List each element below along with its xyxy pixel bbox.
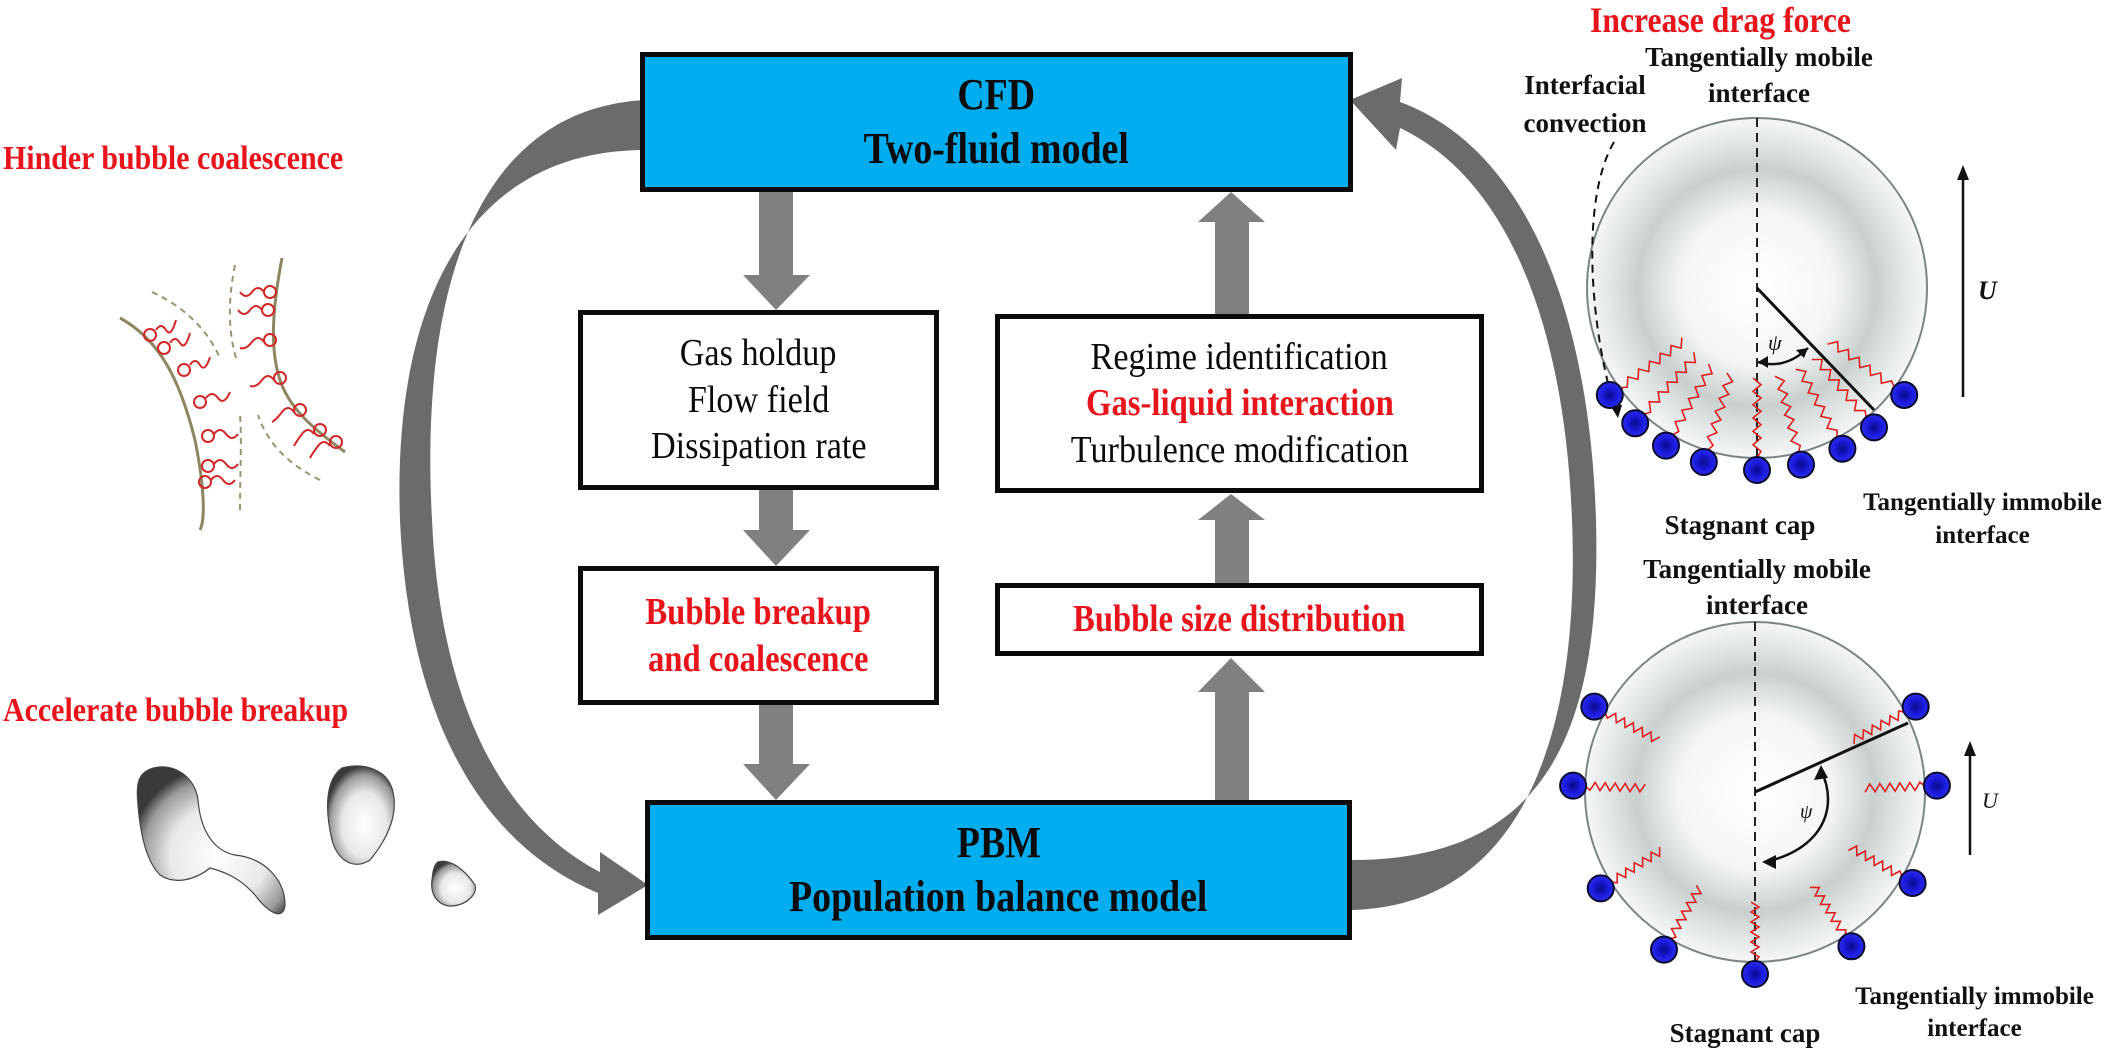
top-convection-label-2: convection — [1523, 108, 1647, 138]
surfactant-head — [1586, 874, 1615, 903]
surfactant-head — [1621, 409, 1650, 438]
bubble-size-distribution-box: Bubble size distribution — [995, 583, 1484, 656]
top-immobile-label-1: Tangentially immobile — [1863, 489, 2102, 516]
bottom-mobile-label-2: interface — [1706, 590, 1808, 620]
surfactant-tail — [1809, 886, 1847, 937]
cfd-title: CFD — [957, 70, 1036, 120]
hinder-coalescence-label: Hinder bubble coalescence — [3, 140, 344, 177]
surfactant-tail — [1853, 710, 1906, 744]
cfd-outputs-box: Gas holdup Flow field Dissipation rate — [578, 310, 939, 490]
surfactant-tail — [1643, 352, 1697, 416]
surfactant-tail — [1610, 846, 1661, 884]
arrow-cfd-to-outputs — [743, 192, 810, 310]
surfactant-head — [1901, 692, 1930, 721]
top-velocity-label: U — [1978, 276, 1997, 305]
surfactant-tail — [1774, 375, 1802, 454]
breakup-line-2: and coalescence — [648, 637, 869, 680]
breakup-line-1: Bubble breakup — [645, 591, 872, 634]
arrow-breakup-to-pbm — [743, 705, 810, 800]
arrow-bsd-to-closure — [1198, 494, 1265, 585]
surfactant-tail — [1669, 884, 1703, 940]
closure-regime-identification: Regime identification — [1090, 335, 1389, 378]
surfactant-head — [1580, 692, 1609, 721]
pbm-subtitle: Population balance model — [789, 872, 1208, 921]
top-bubble-illustration — [1586, 117, 1969, 484]
bottom-stagnant-cap-label: Stagnant cap — [1669, 1018, 1821, 1048]
cfd-subtitle: Two-fluid model — [863, 124, 1130, 173]
top-immobile-label-2: interface — [1935, 522, 2030, 549]
surfactant-head — [1652, 431, 1680, 460]
bottom-immobile-label-2: interface — [1927, 1015, 2022, 1042]
arrow-outputs-to-breakup — [743, 490, 810, 566]
arrow-closure-to-cfd — [1198, 192, 1265, 316]
surfactant-tail — [1671, 363, 1714, 436]
accelerate-breakup-label: Accelerate bubble breakup — [3, 692, 349, 729]
output-dissipation-rate: Dissipation rate — [650, 425, 867, 468]
cfd-box: CFD Two-fluid model — [640, 52, 1353, 192]
top-mobile-label-2: interface — [1708, 78, 1810, 108]
surfactant-tail — [1795, 368, 1839, 439]
surfactant-head — [1595, 381, 1624, 409]
surfactant-head — [1837, 932, 1866, 961]
surfactant-head — [1828, 434, 1857, 463]
arrow-pbm-to-bsd — [1198, 658, 1265, 802]
breaking-bubble-illustration — [136, 765, 476, 915]
top-angle-label: ψ — [1768, 330, 1782, 355]
curved-arrow-cfd-to-pbm — [399, 100, 648, 915]
bottom-angle-label: ψ — [1800, 801, 1813, 823]
output-gas-holdup: Gas holdup — [680, 332, 837, 375]
surfactant-tail — [1604, 711, 1661, 743]
surfactant-head — [1689, 448, 1718, 476]
surfactant-tail — [1619, 337, 1683, 389]
surfactant-head — [1741, 960, 1769, 988]
bottom-mobile-label-1: Tangentially mobile — [1643, 554, 1871, 584]
surfactant-tail — [1811, 358, 1868, 419]
bottom-bubble-illustration — [1559, 621, 1976, 988]
surfactant-head — [1650, 935, 1678, 964]
top-stagnant-cap-label: Stagnant cap — [1664, 510, 1816, 540]
bottom-velocity-label: U — [1982, 788, 1998, 813]
surfactant-tail — [1827, 340, 1896, 389]
curved-arrow-pbm-to-cfd — [1350, 78, 1597, 910]
top-convection-label-1: Interfacial — [1524, 70, 1646, 100]
closure-box: Regime identification Gas-liquid interac… — [995, 314, 1484, 493]
surfactant-tail — [1706, 372, 1734, 452]
surfactant-tail — [1864, 781, 1926, 794]
surfactant-head — [1860, 413, 1888, 442]
surfactant-head — [1922, 771, 1951, 800]
film-drainage-illustration — [119, 257, 346, 531]
surfactant-head — [1787, 450, 1815, 479]
surfactant-tail — [1847, 844, 1903, 878]
surfactant-head — [1559, 771, 1588, 800]
surfactant-tail — [1751, 377, 1763, 459]
closure-gas-liquid-interaction: Gas-liquid interaction — [1085, 382, 1394, 425]
surfactant-tail — [1749, 901, 1761, 963]
top-mobile-label-1: Tangentially mobile — [1645, 42, 1873, 72]
breakup-coalescence-box: Bubble breakup and coalescence — [578, 566, 939, 705]
surfactant-tail — [1584, 780, 1646, 794]
surfactant-head — [1743, 456, 1771, 484]
closure-turbulence-modification: Turbulence modification — [1070, 428, 1409, 471]
pbm-box: PBM Population balance model — [645, 800, 1352, 940]
output-flow-field: Flow field — [687, 378, 830, 421]
bottom-immobile-label-1: Tangentially immobile — [1855, 983, 2094, 1010]
increase-drag-label: Increase drag force — [1590, 0, 1851, 40]
surfactant-head — [1898, 869, 1927, 897]
bsd-text: Bubble size distribution — [1073, 598, 1406, 641]
surfactant-head — [1890, 381, 1919, 409]
pbm-title: PBM — [956, 818, 1041, 868]
